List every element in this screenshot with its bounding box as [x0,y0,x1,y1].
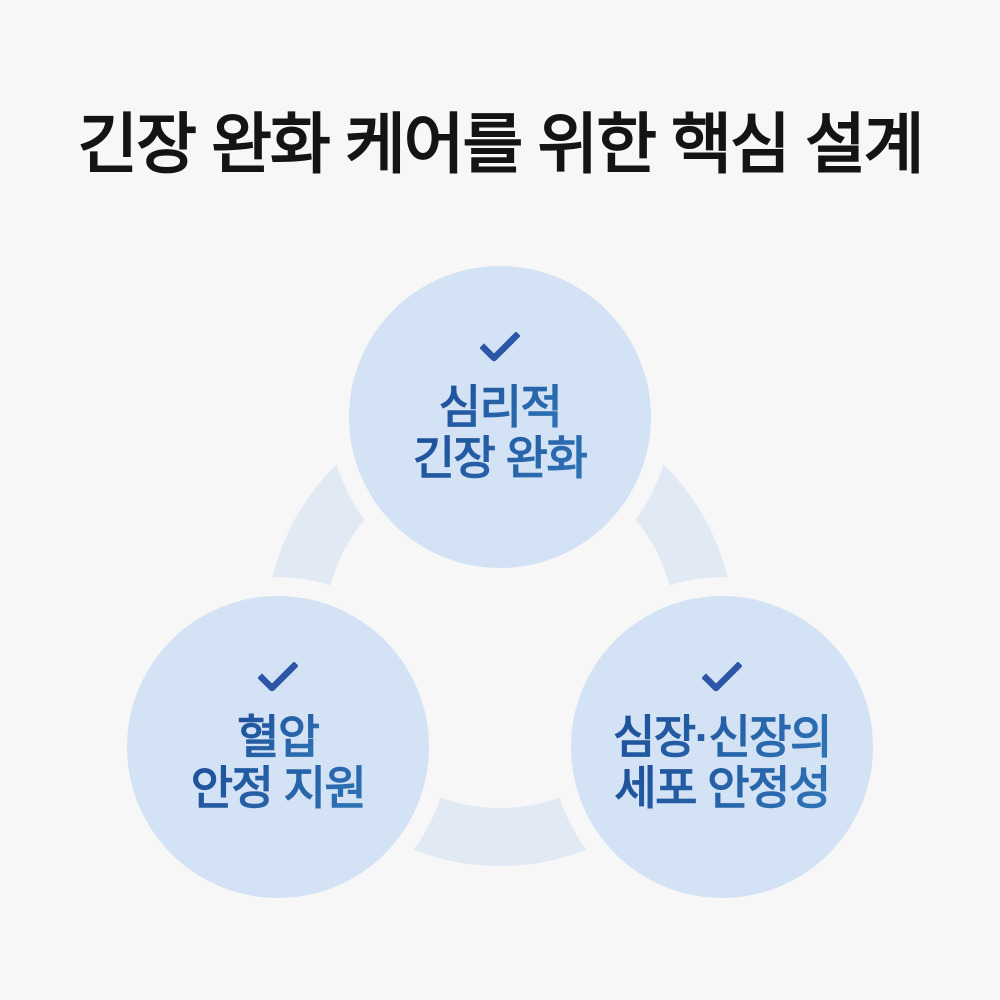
check-icon [258,662,298,692]
bubble-blood-pressure-stability: 혈압 안정 지원 [127,596,429,898]
bubble-label-line: 심장·신장의 [613,711,832,763]
check-icon [702,662,742,692]
bubble-label-line: 혈압 [237,711,320,763]
page-title: 긴장 완화 케어를 위한 핵심 설계 [77,107,924,181]
bubble-label-line: 안정 지원 [190,762,367,814]
bubble-label-line: 심리적 [438,381,563,433]
bubble-heart-kidney-cell-stability: 심장·신장의 세포 안정성 [571,596,873,898]
check-icon [480,332,520,362]
bubble-label-line: 긴장 완화 [412,432,589,484]
bubble-psychological-tension-relief: 심리적 긴장 완화 [349,266,651,568]
bubble-label-line: 세포 안정성 [614,762,831,814]
